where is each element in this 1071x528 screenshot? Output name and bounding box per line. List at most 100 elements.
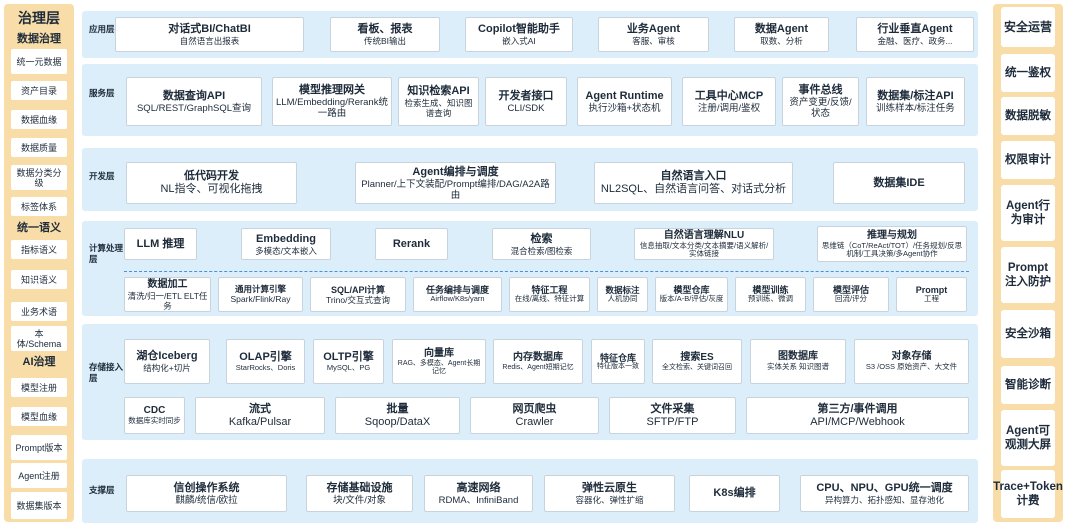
- compute-retrieval-sub: 混合检索/图检索: [510, 245, 573, 256]
- security-item-observability[interactable]: Agent可观测大屏: [1001, 410, 1055, 466]
- governance-item-metadata[interactable]: 统一元数据: [11, 49, 67, 74]
- security-item-prompt-injection[interactable]: Prompt注入防护: [1001, 247, 1055, 303]
- svc-event-bus-title: 事件总线: [798, 84, 843, 96]
- ingest-third-party-events-sub: API/MCP/Webhook: [810, 415, 905, 428]
- ai-governance-item-model-registry[interactable]: 模型注册: [11, 378, 67, 397]
- app-chatbi[interactable]: 对话式BI/ChatBI 自然语言出报表: [115, 17, 304, 52]
- app-chatbi-sub: 自然语言出报表: [179, 36, 240, 46]
- dev-agent-orchestration[interactable]: Agent编排与调度 Planner/上下文装配/Prompt编排/DAG/A2…: [355, 162, 556, 204]
- support-high-speed-network[interactable]: 高速网络 RDMA、InfiniBand: [424, 475, 533, 512]
- semantic-item-metric[interactable]: 指标语义: [11, 240, 67, 259]
- support-unified-scheduling[interactable]: CPU、NPU、GPU统一调度 异构算力、拓扑感知、显存池化: [800, 475, 969, 512]
- svc-agent-runtime[interactable]: Agent Runtime 执行沙箱+状态机: [577, 77, 672, 126]
- compute-model-training[interactable]: 模型训练 预训练、微调: [735, 277, 806, 312]
- svc-tool-center-mcp-title: 工具中心MCP: [694, 89, 764, 102]
- security-item-sandbox[interactable]: 安全沙箱: [1001, 310, 1055, 358]
- storage-in-memory-db[interactable]: 内存数据库 Redis、Agent短期记忆: [493, 339, 583, 384]
- storage-layer-label: 存储接入层: [89, 362, 124, 383]
- security-item-permission-audit[interactable]: 权限审计: [1001, 141, 1055, 179]
- dev-low-code[interactable]: 低代码开发 NL指令、可视化拖拽: [126, 162, 297, 204]
- compute-feature-engineering[interactable]: 特征工程 在线/离线、特征计算: [509, 277, 590, 312]
- governance-item-data-lineage[interactable]: 数据血缘: [11, 110, 67, 129]
- support-unified-scheduling-sub: 异构算力、拓扑感知、显存池化: [824, 495, 944, 505]
- governance-item-tag-system[interactable]: 标签体系: [11, 197, 67, 216]
- compute-data-processing[interactable]: 数据加工 清洗/归一/ETL ELT任务: [124, 277, 211, 312]
- ai-governance-item-model-lineage[interactable]: 模型血缘: [11, 407, 67, 426]
- compute-embedding-title: Embedding: [256, 232, 316, 245]
- storage-feature-store[interactable]: 特征仓库 特征版本一致: [591, 339, 645, 384]
- compute-prompt-engineering-sub: 工程: [924, 294, 939, 304]
- svc-data-query-api[interactable]: 数据查询API SQL/REST/GraphSQL查询: [126, 77, 262, 126]
- svc-developer-interface[interactable]: 开发者接口 CLI/SDK: [485, 77, 567, 126]
- storage-olap-engine[interactable]: OLAP引擎 StarRocks、Doris: [226, 339, 305, 384]
- storage-vector-db[interactable]: 向量库 RAG、多模态、Agent长期记忆: [392, 339, 486, 384]
- app-data-agent[interactable]: 数据Agent 取数、分析: [734, 17, 829, 52]
- storage-lakehouse-iceberg[interactable]: 湖仓Iceberg 结构化+切片: [124, 339, 210, 384]
- security-item-masking[interactable]: 数据脱敏: [1001, 97, 1055, 135]
- semantic-item-business-terms[interactable]: 业务术语: [11, 302, 67, 321]
- compute-task-scheduling[interactable]: 任务编排与调度 Airflow/K8s/yarn: [413, 277, 502, 312]
- security-item-trace-billing[interactable]: Trace+Token计费: [993, 470, 1063, 518]
- storage-feature-store-sub: 特征版本一致: [597, 362, 639, 370]
- governance-panel: 治理层 数据治理 统一元数据 资产目录 数据血缘 数据质量 数据分类分级 标签体…: [4, 4, 74, 522]
- storage-search-es[interactable]: 搜索ES 全文检索、关键词召回: [652, 339, 742, 384]
- security-ops-title[interactable]: 安全运营: [1001, 7, 1055, 47]
- compute-prompt-engineering[interactable]: Prompt 工程: [896, 277, 967, 312]
- ai-governance-label: AI治理: [22, 356, 56, 368]
- ingest-batch-title: 批量: [386, 402, 409, 415]
- svc-event-bus[interactable]: 事件总线 资产变更/反馈/状态: [782, 77, 859, 126]
- ai-governance-item-agent-registry[interactable]: Agent注册: [11, 463, 67, 488]
- compute-model-evaluation[interactable]: 模型评估 回流/评分: [813, 277, 889, 312]
- ai-governance-item-prompt-version[interactable]: Prompt版本: [11, 435, 67, 460]
- svc-knowledge-api[interactable]: 知识检索API 检索生成、知识图谱查询: [398, 77, 479, 126]
- support-cloud-native[interactable]: 弹性云原生 容器化、弹性扩缩: [544, 475, 675, 512]
- compute-data-annotation[interactable]: 数据标注 人机协同: [597, 277, 648, 312]
- storage-lakehouse-iceberg-sub: 结构化+切片: [143, 363, 191, 373]
- ingest-cdc[interactable]: CDC 数据库实时同步: [124, 397, 185, 434]
- security-item-diagnosis[interactable]: 智能诊断: [1001, 366, 1055, 404]
- compute-task-scheduling-title: 任务编排与调度: [425, 285, 489, 296]
- compute-retrieval[interactable]: 检索 混合检索/图检索: [492, 228, 591, 260]
- support-storage-infra[interactable]: 存储基础设施 块/文件/对象: [306, 475, 413, 512]
- compute-model-training-sub: 预训练、微调: [748, 294, 793, 304]
- ingest-file-collection[interactable]: 文件采集 SFTP/FTP: [609, 397, 736, 434]
- svc-knowledge-api-title: 知识检索API: [407, 85, 470, 97]
- dev-natural-language-entry[interactable]: 自然语言入口 NL2SQL、自然语言问答、对话式分析: [594, 162, 793, 204]
- svc-model-gateway[interactable]: 模型推理网关 LLM/Embedding/Rerank统一路由: [272, 77, 392, 126]
- storage-oltp-engine[interactable]: OLTP引擎 MySQL、PG: [313, 339, 384, 384]
- ai-governance-item-dataset-version[interactable]: 数据集版本: [11, 492, 67, 519]
- app-copilot[interactable]: Copilot智能助手 嵌入式AI: [465, 17, 573, 52]
- compute-model-repository[interactable]: 模型仓库 版本/A-B/评估/灰度: [655, 277, 728, 312]
- support-os[interactable]: 信创操作系统 麒麟/统信/欧拉: [126, 475, 287, 512]
- compute-divider: [124, 271, 969, 272]
- ingest-streaming[interactable]: 流式 Kafka/Pulsar: [195, 397, 325, 434]
- semantic-item-ontology[interactable]: 本体/Schema: [11, 326, 67, 351]
- app-business-agent[interactable]: 业务Agent 客服、审核: [598, 17, 709, 52]
- ingest-web-crawler[interactable]: 网页爬虫 Crawler: [470, 397, 599, 434]
- security-item-agent-audit[interactable]: Agent行为审计: [1001, 185, 1055, 241]
- support-high-speed-network-sub: RDMA、InfiniBand: [438, 494, 519, 506]
- storage-object-storage[interactable]: 对象存储 S3 /OSS 原始资产、大文件: [854, 339, 969, 384]
- compute-nlu[interactable]: 自然语言理解NLU 信息抽取/文本分类/文本摘要/语义解析/实体链接: [634, 228, 774, 260]
- governance-item-classification[interactable]: 数据分类分级: [11, 165, 67, 190]
- dev-dataset-ide[interactable]: 数据集IDE: [833, 162, 965, 204]
- compute-embedding[interactable]: Embedding 多模态/文本嵌入: [241, 228, 331, 260]
- compute-general-engine[interactable]: 通用计算引擎 Spark/Flink/Ray: [218, 277, 303, 312]
- support-k8s[interactable]: K8s编排: [689, 475, 780, 512]
- ingest-batch[interactable]: 批量 Sqoop/DataX: [335, 397, 460, 434]
- compute-rerank[interactable]: Rerank: [375, 228, 448, 260]
- governance-item-asset-catalog[interactable]: 资产目录: [11, 81, 67, 100]
- compute-llm-inference[interactable]: LLM 推理: [124, 228, 197, 260]
- semantic-item-knowledge[interactable]: 知识语义: [11, 270, 67, 289]
- storage-in-memory-db-sub: Redis、Agent短期记忆: [502, 363, 574, 371]
- governance-item-data-quality[interactable]: 数据质量: [11, 138, 67, 157]
- app-dashboard[interactable]: 看板、报表 传统BI输出: [330, 17, 440, 52]
- storage-graph-db[interactable]: 图数据库 实体关系 知识图谱: [750, 339, 846, 384]
- ingest-third-party-events[interactable]: 第三方/事件调用 API/MCP/Webhook: [746, 397, 969, 434]
- compute-sql-api[interactable]: SQL/API计算 Trino/交互式查询: [310, 277, 406, 312]
- app-vertical-agent[interactable]: 行业垂直Agent 金融、医疗、政务...: [856, 17, 974, 52]
- svc-tool-center-mcp[interactable]: 工具中心MCP 注册/调用/鉴权: [682, 77, 776, 126]
- svc-dataset-annotation-api[interactable]: 数据集/标注API 训练样本/标注任务: [866, 77, 965, 126]
- security-item-auth[interactable]: 统一鉴权: [1001, 54, 1055, 92]
- compute-reasoning-planning[interactable]: 推理与规划 思维链（CoT/ReAct/TOT）/任务规划/反思机制/工具决策/…: [817, 226, 967, 262]
